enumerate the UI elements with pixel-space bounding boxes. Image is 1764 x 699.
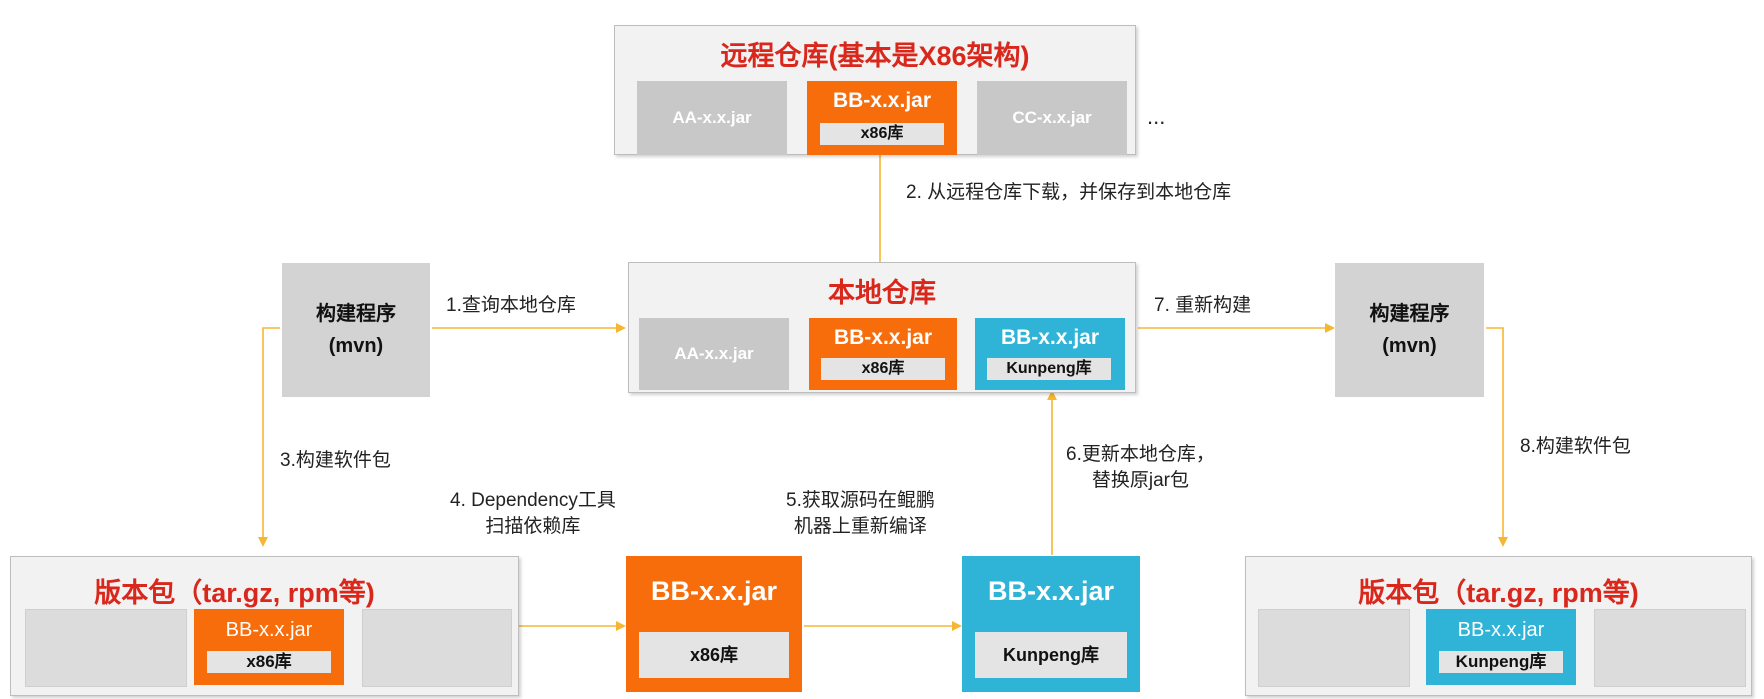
build-program-tool: (mvn) [1382,335,1437,357]
build-program-label: 构建程序 [1369,303,1450,325]
jar-name: BB-x.x.jar [832,89,932,112]
jar-tag: x86库 [207,651,331,673]
step-8-label: 8.构建软件包 [1520,436,1631,457]
jar-tag: Kunpeng库 [1439,651,1563,673]
step-6-line-2: 替换原jar包 [1091,470,1189,491]
jar-tag: Kunpeng库 [987,358,1111,380]
arrow-build-to-package [258,327,280,547]
local-jar-bb-x86: BB-x.x.jar x86库 [809,318,957,390]
step-4-line-1: 4. Dependency工具 [450,490,616,511]
remote-repository-panel: 远程仓库(基本是X86架构) AA-x.x.jar BB-x.x.jar x86… [614,25,1165,155]
local-repository-panel: 本地仓库 AA-x.x.jar BB-x.x.jar x86库 BB-x.x.j… [628,262,1136,393]
package-slot-empty [1258,609,1410,687]
step-5-label: 5.获取源码在鲲鹏 机器上重新编译 [786,488,935,540]
build-program-label: 构建程序 [316,303,396,325]
jar-name: BB-x.x.jar [833,326,933,349]
local-jar-aa: AA-x.x.jar [639,318,789,390]
step-4-line-2: 扫描依赖库 [485,516,581,537]
jar-name: BB-x.x.jar [1000,326,1100,349]
package-title: 版本包（tar.gz, rpm等) [1358,578,1639,608]
jar-tag: x86库 [821,358,945,380]
build-program-tool: (mvn) [328,335,384,357]
package-slot-empty [362,609,512,687]
step-5-line-2: 机器上重新编译 [793,516,927,537]
package-panel-right: 版本包（tar.gz, rpm等) BB-x.x.jar Kunpeng库 [1245,556,1752,696]
step-5-line-1: 5.获取源码在鲲鹏 [786,490,935,511]
step-7-label: 7. 重新构建 [1154,295,1252,316]
jar-bb-x86-standalone: BB-x.x.jar x86库 [626,556,802,692]
step-1-label: 1.查询本地仓库 [446,295,576,316]
arrow-build-right-to-package [1486,327,1508,547]
step-2-label: 2. 从远程仓库下载，并保存到本地仓库 [906,182,1232,203]
remote-repository-title: 远程仓库(基本是X86架构) [720,41,1030,71]
local-repository-title: 本地仓库 [828,278,936,308]
jar-tag: x86库 [639,632,789,678]
jar-tag: x86库 [820,123,944,145]
remote-jar-aa: AA-x.x.jar [637,81,787,155]
package-slot-empty [1594,609,1746,687]
jar-name: BB-x.x.jar [650,576,778,606]
step-3-label: 3.构建软件包 [280,450,391,471]
step-6-label: 6.更新本地仓库， 替换原jar包 [1066,442,1215,494]
remote-jar-bb-x86: BB-x.x.jar x86库 [807,81,957,155]
package-jar-bb-x86: BB-x.x.jar x86库 [194,609,344,685]
more-ellipsis: ... [1147,104,1166,129]
jar-name: BB-x.x.jar [225,619,313,641]
build-program-left: 构建程序 (mvn) [282,263,430,397]
build-program-right: 构建程序 (mvn) [1335,263,1484,397]
package-jar-bb-kunpeng: BB-x.x.jar Kunpeng库 [1426,609,1576,685]
jar-name: BB-x.x.jar [987,576,1115,606]
package-slot-empty [25,609,187,687]
jar-bb-kunpeng-standalone: BB-x.x.jar Kunpeng库 [962,556,1140,692]
package-panel-left: 版本包（tar.gz, rpm等) BB-x.x.jar x86库 [10,556,519,696]
local-jar-bb-kunpeng: BB-x.x.jar Kunpeng库 [975,318,1125,390]
step-6-line-1: 6.更新本地仓库， [1066,444,1215,465]
package-title: 版本包（tar.gz, rpm等) [94,578,375,608]
step-4-label: 4. Dependency工具 扫描依赖库 [450,488,616,540]
jar-tag: Kunpeng库 [975,632,1127,678]
remote-jar-cc: CC-x.x.jar [977,81,1127,155]
jar-name: BB-x.x.jar [1457,619,1545,641]
